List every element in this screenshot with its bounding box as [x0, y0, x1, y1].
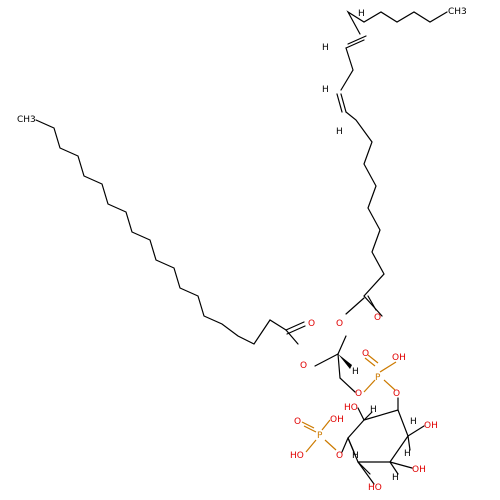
methyl-top-label: CH3 — [448, 7, 467, 17]
ring-hydrogen-3: H — [404, 449, 411, 459]
hydrogen-db2b: H — [336, 127, 343, 137]
ring-hydroxyl-2: OH — [424, 421, 438, 431]
oxygen-ester1-link: O — [336, 319, 343, 329]
inositol-ring — [341, 397, 425, 485]
hydroxyl-p2-a: OH — [330, 415, 344, 425]
hydrogen-db1b: H — [322, 43, 329, 53]
phosphorus-1: P — [375, 373, 381, 383]
oxygen-p1-double: O — [362, 349, 369, 359]
ring-hydrogen-2: H — [410, 417, 417, 427]
ring-hydroxyl-1: HO — [344, 403, 358, 413]
ring-hydrogen-5: H — [352, 451, 359, 461]
ring-hydrogen-1: H — [370, 405, 377, 415]
phosphorus-2: P — [317, 431, 323, 441]
hydrogen-center: H — [352, 367, 359, 377]
stearoyl-chain — [35, 119, 306, 345]
ring-hydrogen-4: H — [392, 473, 399, 483]
phosphate-1 — [363, 354, 397, 393]
hydrogen-db1a: H — [358, 9, 365, 19]
oxygen-p2-double: O — [294, 417, 301, 427]
oxygen-ester2-link: O — [300, 361, 307, 371]
ring-hydroxyl-3: OH — [412, 465, 426, 475]
hydroxyl-p2-b: HO — [290, 451, 304, 461]
ring-hydroxyl-4: HO — [368, 483, 382, 493]
oxygen-glycerol-phosphate: O — [355, 389, 362, 399]
linoleoyl-chain — [336, 10, 448, 317]
glycerol-backbone — [314, 335, 356, 393]
hydrogen-db2a: H — [322, 85, 329, 95]
oxygen-ester1-carbonyl: O — [374, 313, 381, 323]
oxygen-ring-p2: O — [336, 451, 343, 461]
hydroxyl-p1: OH — [392, 353, 406, 363]
oxygen-p1-ring: O — [393, 389, 400, 399]
phosphate-2 — [301, 419, 337, 453]
methyl-left-label: CH3 — [17, 115, 36, 125]
oxygen-ester2-carbonyl: O — [308, 319, 315, 329]
